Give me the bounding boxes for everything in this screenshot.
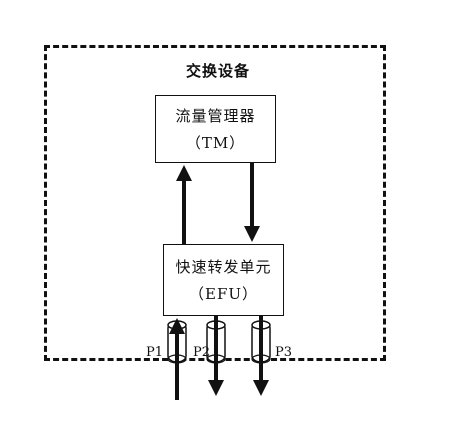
tm-name-label: 流量管理器 bbox=[175, 107, 256, 125]
fast-forwarding-unit-box: 快速转发单元 （EFU） bbox=[163, 244, 284, 316]
switch-device-label: 交换设备 bbox=[186, 62, 251, 80]
tm-abbr-label: （TM） bbox=[185, 134, 246, 152]
efu-name-label: 快速转发单元 bbox=[175, 258, 272, 276]
port-p2-label: P2 bbox=[193, 345, 211, 360]
port-p3-label: P3 bbox=[275, 345, 293, 360]
efu-abbr-label: （EFU） bbox=[189, 285, 258, 303]
port-p1-label: P1 bbox=[146, 345, 164, 360]
traffic-manager-box: 流量管理器 （TM） bbox=[155, 95, 276, 163]
